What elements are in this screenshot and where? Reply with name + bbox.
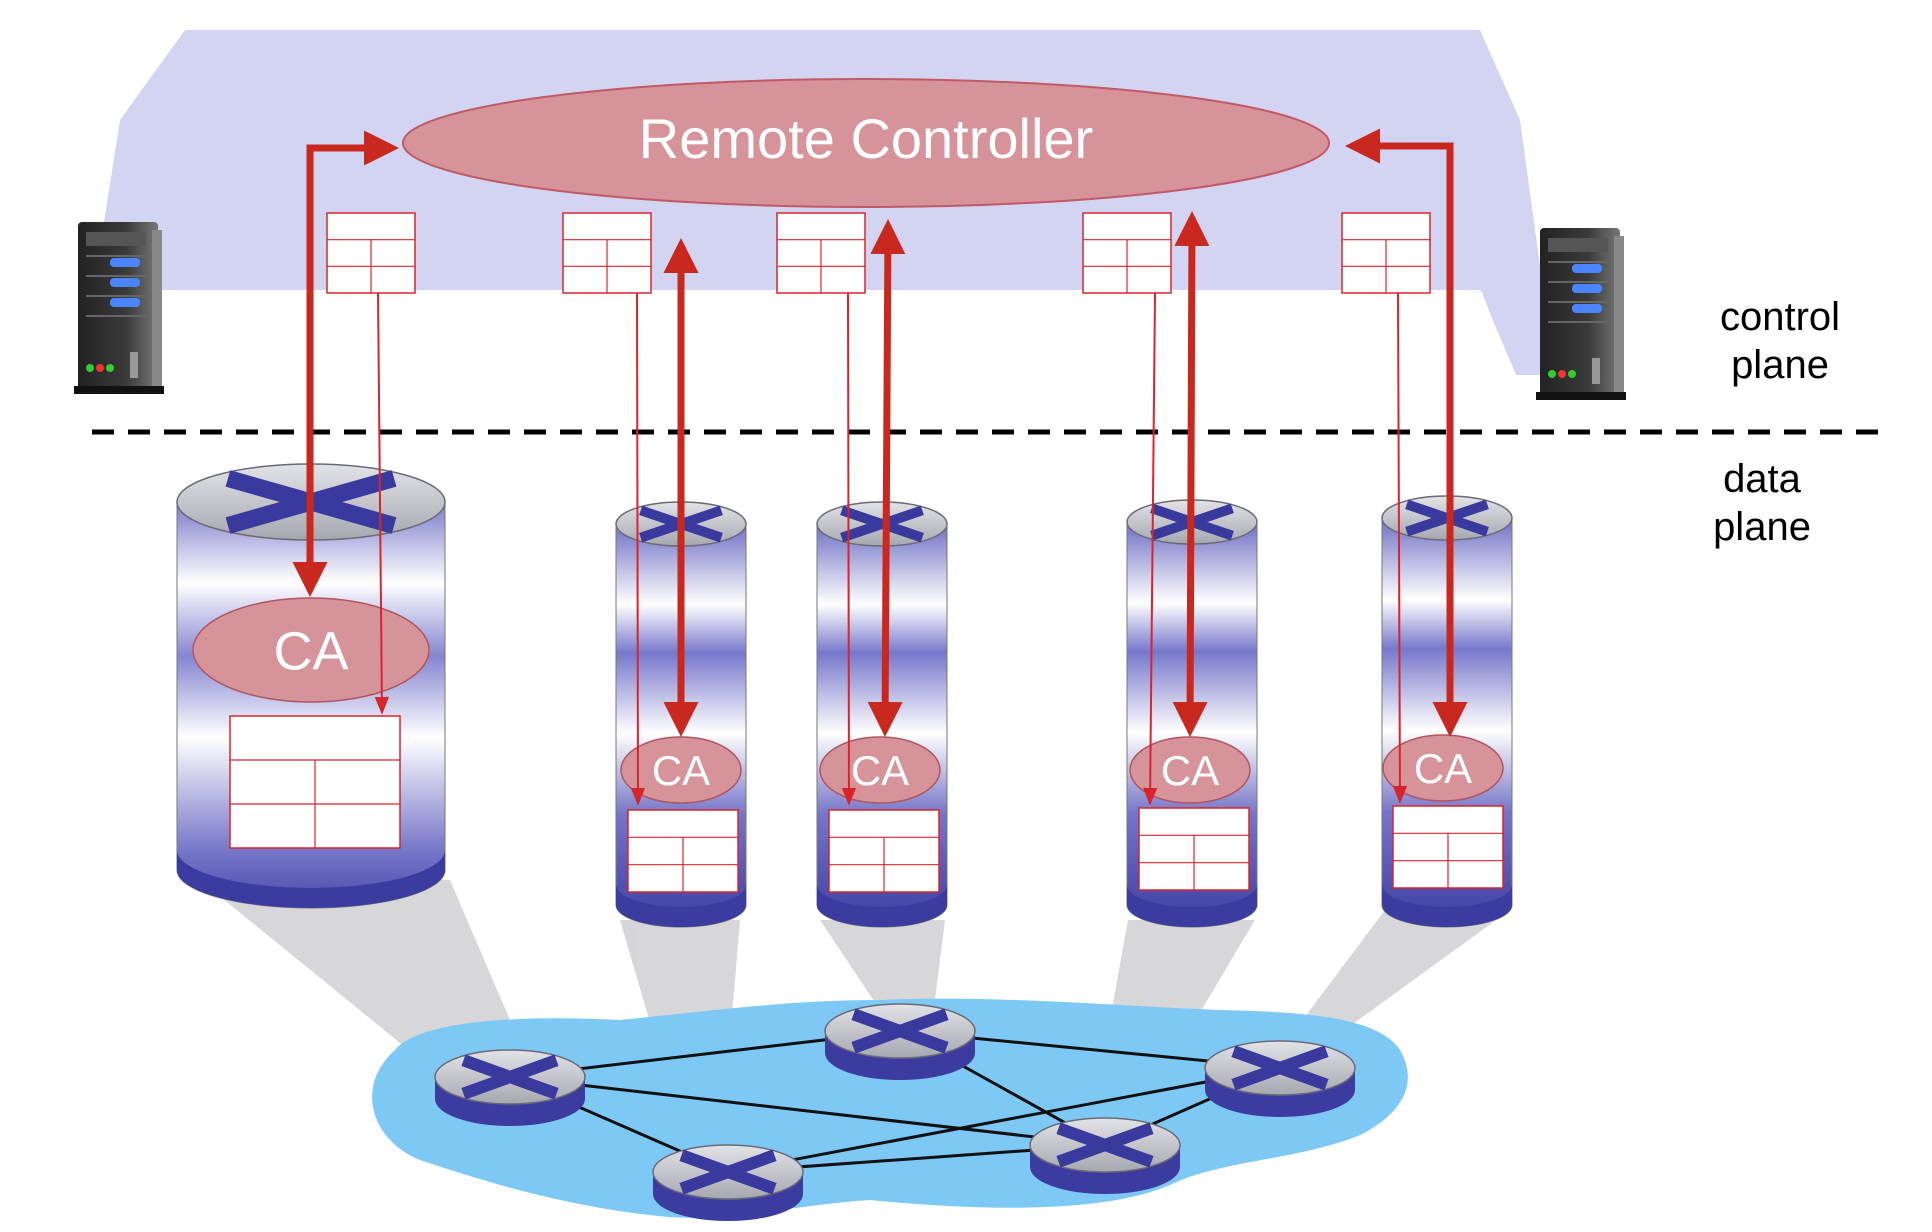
flow-table-1 [229, 715, 401, 849]
control-agent-2: CA [620, 736, 742, 804]
control-plane-label-2: plane [1731, 343, 1829, 387]
control-agent-5: CA [1382, 734, 1504, 802]
table-install-arrow-1 [374, 292, 390, 715]
controller-flow-table-2 [562, 212, 652, 294]
controller-link-arrow-4 [1172, 211, 1210, 737]
control-agent-label: CA [1414, 745, 1472, 792]
controller-link-arrow-5 [1345, 128, 1468, 737]
table-install-arrow-2 [630, 292, 646, 806]
control-agent-label: CA [273, 621, 348, 681]
table-install-arrow-4 [1142, 292, 1158, 806]
control-agent-3: CA [819, 736, 941, 804]
flow-table-3 [828, 809, 940, 893]
network-router [652, 1144, 804, 1221]
controller-link-arrow-1 [292, 130, 399, 597]
control-agent-label: CA [652, 747, 710, 794]
table-install-arrow-5 [1392, 292, 1408, 804]
control-agent-1: CA [192, 597, 430, 703]
network-router [434, 1049, 586, 1126]
controller-flow-table-4 [1082, 212, 1172, 294]
server-icon [74, 222, 164, 394]
controller-flow-table-1 [326, 212, 416, 294]
remote-controller: Remote Controller [402, 78, 1330, 208]
control-agent-label: CA [851, 747, 909, 794]
router-x-icon [679, 1149, 777, 1195]
network-router [1204, 1040, 1356, 1117]
server-icon [1536, 228, 1626, 400]
flow-table-4 [1138, 807, 1250, 891]
router-x-icon [851, 1008, 949, 1054]
remote-controller-label: Remote Controller [639, 107, 1093, 170]
router-x-icon [1231, 1045, 1329, 1091]
router-x-icon [461, 1054, 559, 1100]
table-install-arrow-3 [841, 292, 857, 806]
flow-table-5 [1392, 805, 1504, 889]
controller-flow-table-3 [776, 212, 866, 294]
data-plane-label-1: data [1723, 457, 1802, 501]
control-agent-4: CA [1129, 736, 1251, 804]
control-agent-label: CA [1161, 747, 1219, 794]
controller-link-arrow-3 [867, 219, 906, 737]
data-plane-label-2: plane [1713, 505, 1811, 549]
control-plane-floor [155, 292, 1512, 372]
controller-flow-table-5 [1341, 212, 1431, 294]
network-router [824, 1003, 976, 1080]
network-router [1029, 1117, 1181, 1194]
control-plane-label-1: control [1720, 295, 1840, 339]
router-x-icon [1056, 1122, 1154, 1168]
flow-table-2 [627, 809, 739, 893]
